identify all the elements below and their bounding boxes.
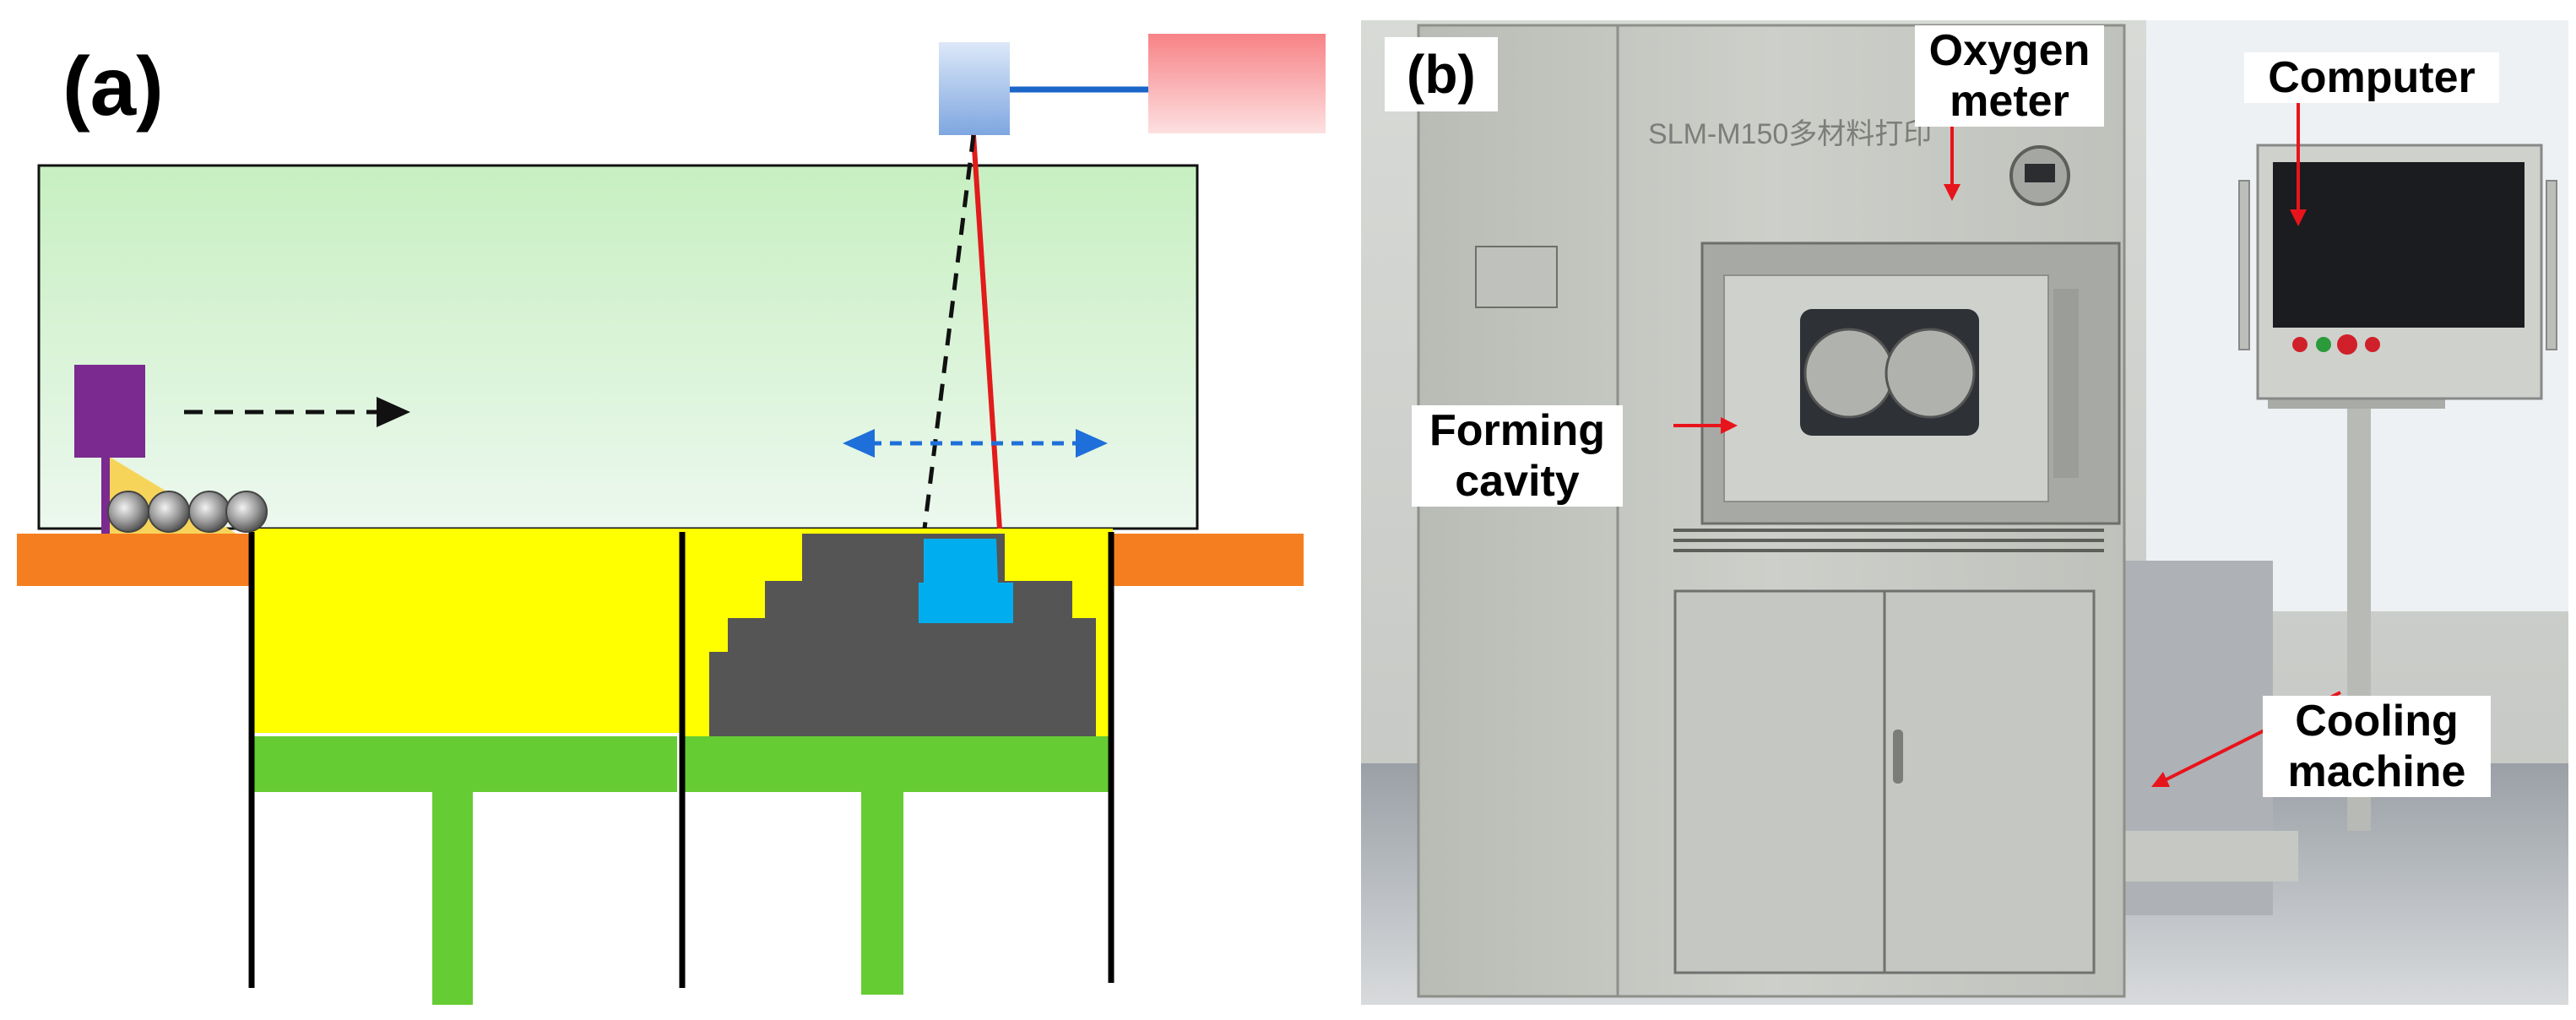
panel-b-label: (b) bbox=[1385, 37, 1498, 111]
recoater-blade bbox=[101, 454, 110, 534]
computer-button-3 bbox=[2337, 334, 2357, 355]
cabinet-door-right bbox=[1883, 589, 2096, 974]
panel-b-photo: SLM-M150多材料打印 bbox=[1361, 20, 2568, 1005]
previous-beam-path bbox=[919, 134, 976, 550]
vent-grille bbox=[1673, 529, 2104, 552]
cabinet-door-left bbox=[1673, 589, 1886, 974]
build-chamber bbox=[37, 164, 1199, 530]
forming-cavity-label: Forming cavity bbox=[1412, 405, 1623, 507]
platform-left bbox=[17, 534, 250, 586]
scan-arrow-head-right bbox=[1076, 429, 1108, 458]
cavity-hinge bbox=[2053, 289, 2079, 478]
powder-particles bbox=[107, 491, 268, 533]
panel-a-schematic bbox=[17, 34, 1326, 1005]
oxygen-meter-label: Oxygen meter bbox=[1915, 25, 2104, 127]
glove-port-right bbox=[1885, 328, 1976, 419]
laser-source bbox=[1148, 34, 1326, 133]
supply-piston-rod bbox=[432, 792, 473, 1005]
melt-pool bbox=[919, 539, 1013, 623]
computer-button-2 bbox=[2316, 337, 2331, 352]
forming-cavity-label-line-1: Forming bbox=[1429, 406, 1605, 455]
cooling-machine-label: Cooling machine bbox=[2263, 696, 2491, 797]
oxygen-meter-display bbox=[2025, 164, 2055, 182]
build-piston-rod bbox=[861, 792, 903, 995]
computer-button-4 bbox=[2365, 337, 2380, 352]
cooling-machine-label-line-1: Cooling bbox=[2295, 697, 2459, 746]
computer-button-1 bbox=[2292, 337, 2308, 352]
glove-port-left bbox=[1803, 328, 1895, 419]
computer-screen bbox=[2273, 162, 2524, 328]
panel-a-label: (a) bbox=[62, 40, 164, 133]
cabinet-handle bbox=[1893, 730, 1903, 784]
side-panel-window bbox=[1475, 246, 1558, 308]
computer-handle-left bbox=[2238, 180, 2250, 350]
build-piston-plate bbox=[684, 736, 1109, 792]
oxygen-meter-label-line-2: meter bbox=[1950, 77, 2069, 126]
supply-piston-plate bbox=[253, 736, 677, 792]
galvo-scanner bbox=[939, 42, 1010, 135]
oxygen-meter-label-line-1: Oxygen bbox=[1928, 26, 2091, 75]
computer-handle-right bbox=[2546, 180, 2557, 350]
scan-arrow-head-left bbox=[843, 429, 875, 458]
powder-supply-bed bbox=[250, 529, 681, 733]
machine-nameplate: SLM-M150多材料打印 bbox=[1648, 118, 1932, 150]
computer-label: Computer bbox=[2244, 52, 2499, 103]
platform-right bbox=[1113, 534, 1304, 586]
cooling-machine-label-line-2: machine bbox=[2287, 747, 2466, 796]
laser-beam bbox=[971, 134, 1003, 543]
recoater bbox=[74, 365, 145, 458]
recoater-arrow-head bbox=[377, 397, 410, 427]
forming-cavity-label-line-2: cavity bbox=[1455, 457, 1580, 506]
